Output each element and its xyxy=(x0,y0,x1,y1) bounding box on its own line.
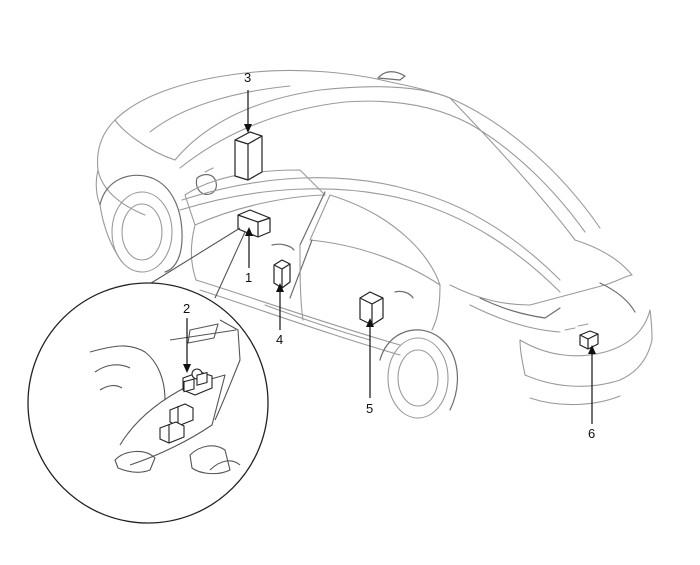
callout-1: 1 xyxy=(245,270,252,285)
callout-6: 6 xyxy=(588,426,595,441)
callout-2: 2 xyxy=(183,301,190,316)
callout-3: 3 xyxy=(244,70,251,85)
callout-5: 5 xyxy=(366,401,373,416)
callout-arrows xyxy=(183,90,596,424)
component-5 xyxy=(359,291,384,326)
callout-4: 4 xyxy=(276,332,283,347)
component-3 xyxy=(234,131,263,181)
car-body xyxy=(95,69,653,419)
component-6 xyxy=(579,330,599,350)
detail-view xyxy=(27,227,269,524)
power-window-switch xyxy=(159,368,213,444)
detail-circle xyxy=(27,282,269,524)
component-4 xyxy=(273,259,291,289)
component-1 xyxy=(237,209,271,238)
callout-labels: 1 2 3 4 5 6 xyxy=(183,70,595,441)
